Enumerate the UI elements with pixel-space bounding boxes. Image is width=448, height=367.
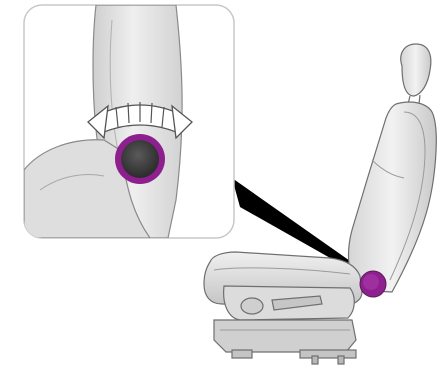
recline-knob-icon xyxy=(360,271,386,297)
seat xyxy=(204,44,436,364)
seat-rail xyxy=(300,350,356,358)
seat-lever-knob xyxy=(241,298,263,314)
inset-detail-view xyxy=(24,5,234,238)
seat-base xyxy=(214,320,356,352)
headrest xyxy=(401,44,431,104)
recline-knob-magnified xyxy=(115,134,165,184)
